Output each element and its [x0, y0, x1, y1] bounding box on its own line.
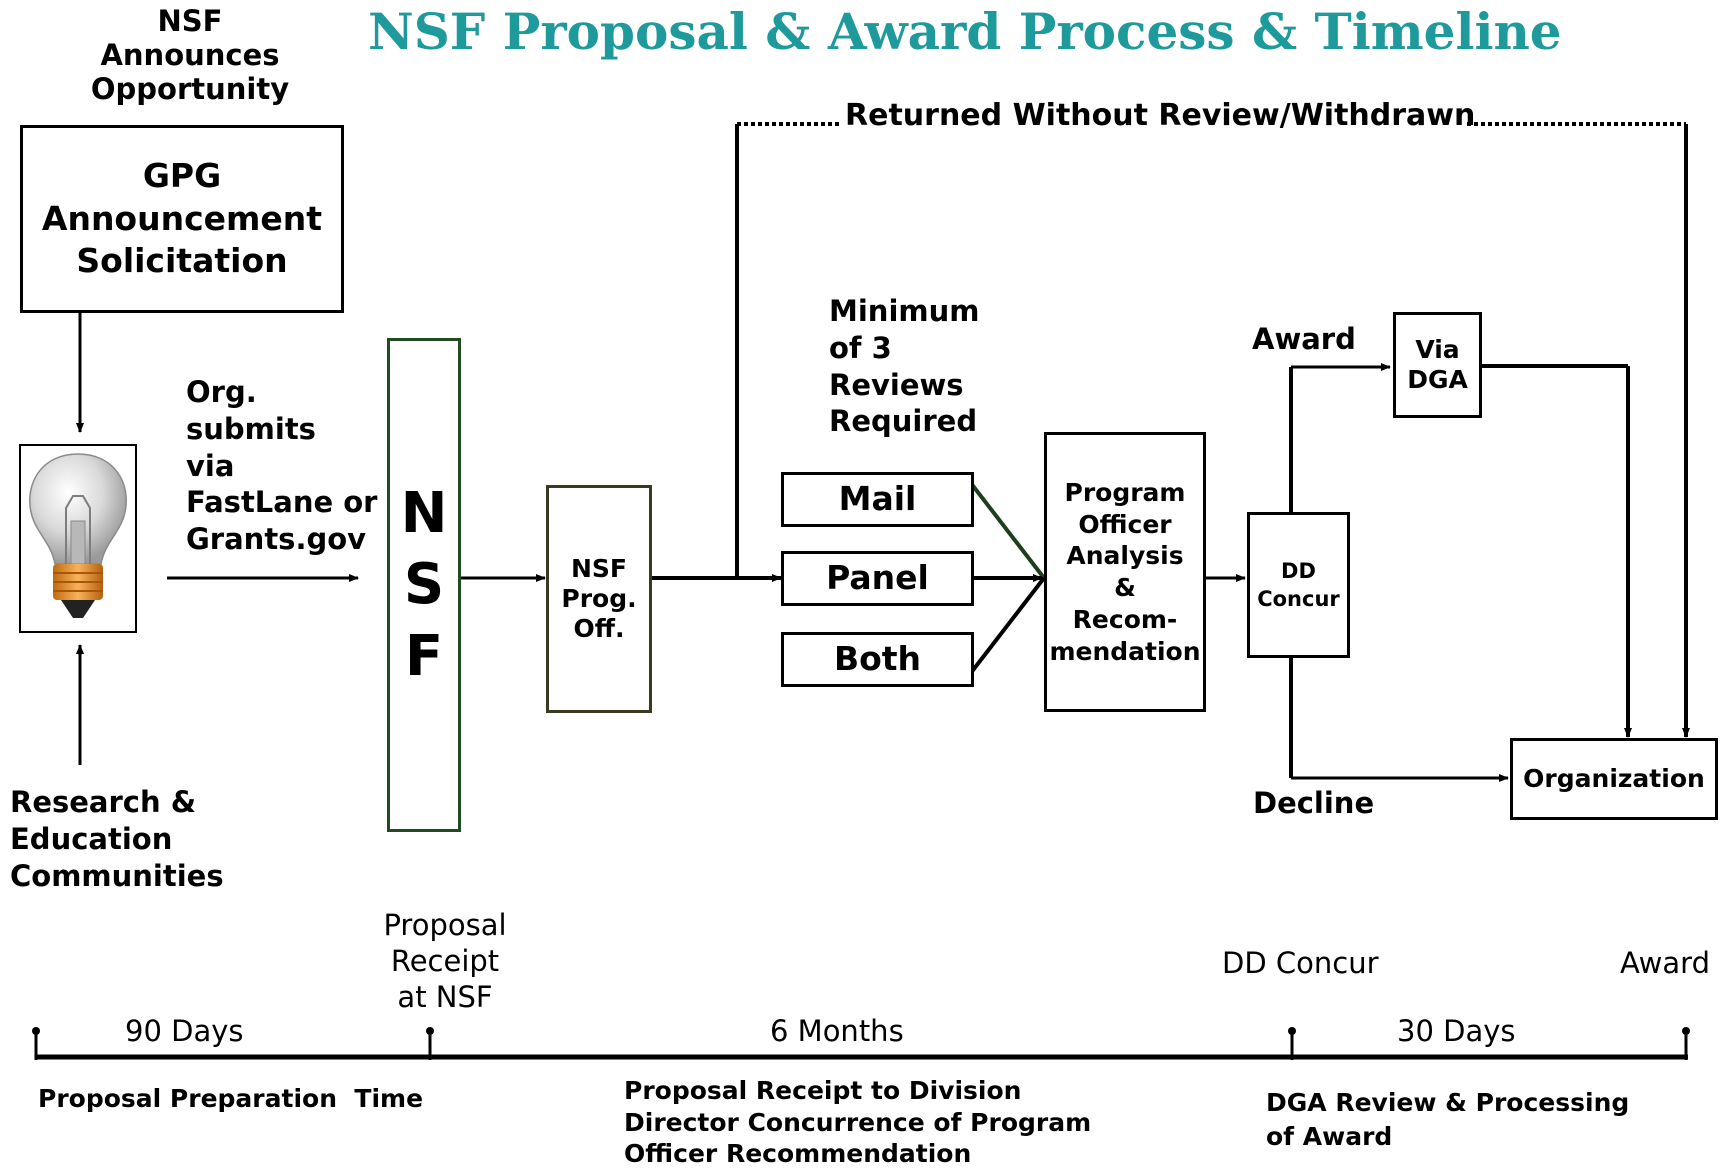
timeline-duration-90-days: 90 Days — [125, 1014, 244, 1048]
timeline-desc-preparation: Proposal Preparation Time — [38, 1084, 424, 1113]
timeline-desc-dga-review: DGA Review & Processing of Award — [1266, 1088, 1630, 1151]
review-both-box: Both — [781, 632, 974, 687]
both-to-analysis — [968, 576, 1046, 676]
timeline-desc-receipt-to-concurrence: Proposal Receipt to Division Director Co… — [624, 1076, 1092, 1168]
gpg-announcement-box: GPG Announcement Solicitation — [20, 125, 344, 313]
nsf-announces-label: NSF Announces Opportunity — [90, 4, 290, 107]
mail-to-analysis — [968, 480, 1046, 580]
decline-label: Decline — [1253, 786, 1375, 820]
lightbulb-icon — [19, 444, 137, 633]
via-dga-box: Via DGA — [1393, 312, 1482, 418]
review-mail-box: Mail — [781, 472, 974, 527]
dd-concur-box: DD Concur — [1247, 512, 1350, 658]
submit-label: Org. submits via FastLane or Grants.gov — [186, 375, 378, 557]
timeline-milestone-award: Award — [1620, 946, 1710, 980]
nsf-program-officer-box: NSF Prog. Off. — [546, 485, 652, 713]
timeline-milestone-dd-concur: DD Concur — [1222, 946, 1379, 980]
reviews-required-label: Minimum of 3 Reviews Required — [829, 294, 980, 439]
review-panel-box: Panel — [781, 551, 974, 606]
returned-without-review-label: Returned Without Review/Withdrawn — [845, 98, 1476, 133]
nsf-box: N S F — [387, 338, 461, 832]
program-officer-analysis-box: Program Officer Analysis & Recom- mendat… — [1044, 432, 1206, 712]
timeline-milestone-receipt: Proposal Receipt at NSF — [383, 908, 507, 1014]
page-title: NSF Proposal & Award Process & Timeline — [368, 2, 1562, 61]
organization-box: Organization — [1510, 738, 1718, 820]
award-label: Award — [1252, 322, 1356, 356]
timeline-duration-30-days: 30 Days — [1397, 1014, 1516, 1048]
communities-label: Research & Education Communities — [10, 785, 224, 893]
timeline-duration-6-months: 6 Months — [770, 1014, 904, 1048]
